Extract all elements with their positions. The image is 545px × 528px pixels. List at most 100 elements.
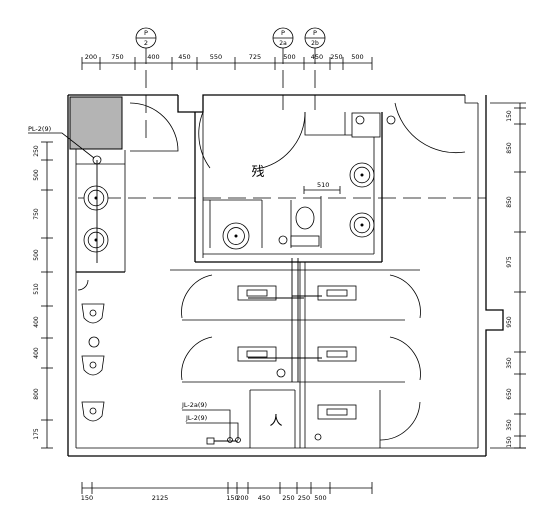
grid-marker-number: 2 [144, 39, 148, 47]
squat-toilet-body [317, 285, 357, 301]
urinal-drain [89, 309, 97, 317]
room-label-janitor: 人 [269, 414, 282, 429]
washbasin-inner [87, 231, 105, 249]
washbasin-inner [353, 166, 371, 184]
dimension-label: 200 [236, 494, 248, 502]
urinal-drain [89, 407, 97, 415]
pipe-riser [278, 235, 288, 245]
dimension-label: 750 [111, 53, 123, 61]
washbasin-drain [234, 234, 238, 238]
dimension-label: 550 [210, 53, 222, 61]
dimension-label: 250 [298, 494, 310, 502]
dimension-label: 800 [33, 388, 40, 400]
door-arc [389, 336, 421, 381]
dimension-label: 350 [506, 419, 513, 431]
dimension-label: 850 [506, 196, 513, 208]
pipe-label-jl-2: JL-2(9) [185, 414, 207, 422]
squat-toilet [317, 285, 357, 301]
dimension-label: 500 [283, 53, 295, 61]
outer-wall-right [485, 95, 504, 456]
door-arc [77, 279, 89, 291]
washbasin-inner [87, 189, 105, 207]
dimension-label: 200 [85, 53, 97, 61]
pipe-riser [314, 433, 322, 441]
washbasin-inner [227, 227, 245, 245]
pipe-label-pl: PL-2(9) [28, 125, 51, 133]
dimension-label: 2125 [152, 494, 169, 502]
dimension-label: 175 [33, 428, 40, 440]
squat-toilet-body [317, 346, 357, 362]
dimension-label: 150 [506, 436, 513, 448]
squat-toilet-pan [246, 289, 268, 297]
door-arc [389, 274, 421, 319]
inner-dimension-label: 510 [317, 181, 329, 189]
washbasin [349, 212, 375, 238]
door-arc [394, 102, 466, 154]
leader-line [28, 132, 95, 159]
dimension-label: 500 [351, 53, 363, 61]
door-arc [129, 102, 179, 152]
urinal-drain [89, 361, 97, 369]
dimension-label: 400 [33, 316, 40, 328]
dimension-label: 510 [33, 283, 40, 295]
fixtures [81, 112, 396, 443]
outer-wall-top [177, 94, 465, 113]
urinal [81, 355, 105, 376]
dimension-label: 450 [311, 53, 323, 61]
washbasin [83, 185, 109, 211]
pipe-label-jl-2a: JL-2a(9) [181, 401, 207, 409]
toilet-bowl [295, 206, 315, 230]
dimension-label: 350 [506, 357, 513, 369]
room-label-accessible: 残 [251, 165, 264, 180]
dimension-label: 250 [282, 494, 294, 502]
washbasin [349, 162, 375, 188]
washbasin [222, 222, 250, 250]
washbasin-drain [360, 223, 364, 227]
leader-line [186, 422, 239, 440]
grid-marker-p2a: P 2a [272, 27, 294, 64]
dimension-label: 650 [506, 388, 513, 400]
dimension-label: 250 [33, 145, 40, 157]
urinal-body [81, 401, 105, 422]
pipe-riser [276, 368, 286, 378]
washbasin-inner [353, 216, 371, 234]
dimension-label: 975 [506, 256, 513, 268]
dimension-label: 150 [226, 494, 238, 502]
urinal-body [81, 303, 105, 324]
grid-marker-number: 2a [279, 40, 287, 47]
squat-toilet [317, 404, 357, 420]
dimension-label: 500 [314, 494, 326, 502]
dimension-label: 150 [506, 110, 513, 122]
pipe-valve [206, 437, 215, 445]
dimension-label: 400 [33, 347, 40, 359]
leader-line [182, 409, 231, 440]
floor-drain-box [351, 112, 381, 138]
dimension-label: 950 [506, 316, 513, 328]
dimension-label: 450 [178, 53, 190, 61]
door-arc [261, 111, 306, 169]
squat-toilet-body [237, 346, 277, 362]
pipes [28, 132, 322, 445]
grid-marker-letter: P [281, 29, 285, 37]
pipe-riser [355, 115, 365, 125]
door-arc [198, 111, 211, 169]
squat-toilet-pan [326, 408, 348, 416]
washbasin-drain [360, 173, 364, 177]
dimension-label: 150 [81, 494, 93, 502]
grid-marker-p2: P 2 [135, 27, 157, 64]
dimension-label: 500 [33, 249, 40, 261]
squat-toilet [317, 346, 357, 362]
urinal [81, 303, 105, 324]
grid-marker-number: 2b [311, 40, 319, 47]
squat-toilet-pan [326, 289, 348, 297]
urinal-body [81, 355, 105, 376]
grid-marker-p2b: P 2b [304, 27, 326, 64]
squat-toilet-body [317, 404, 357, 420]
dimension-label: 725 [249, 53, 261, 61]
dimension-label: 750 [33, 208, 40, 220]
door-arc [379, 401, 421, 441]
room-partition [304, 112, 374, 136]
walls [67, 70, 504, 457]
pipe-riser [386, 115, 396, 125]
